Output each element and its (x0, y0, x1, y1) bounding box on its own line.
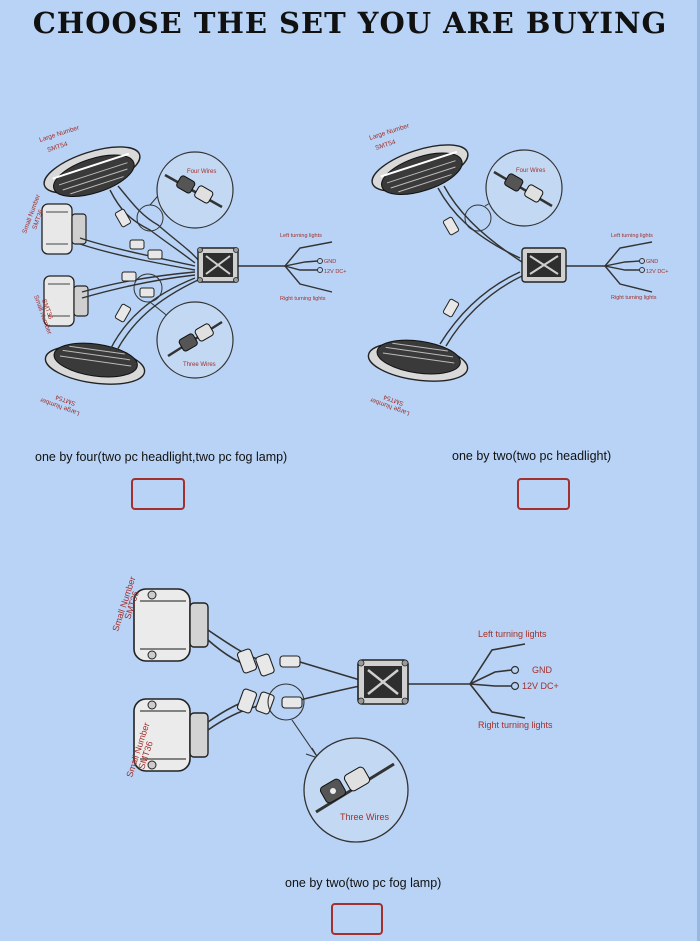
set1-label-dc: 12V DC+ (324, 269, 346, 275)
set3-caption: one by two(two pc fog lamp) (285, 876, 442, 890)
page-edge (697, 0, 700, 941)
set3-select-box[interactable] (331, 903, 383, 935)
set1-diagram (41, 146, 333, 385)
set3-connectors (236, 648, 303, 715)
set1-fog-top (41, 203, 87, 255)
set1-label-three-wires: Three Wires (183, 362, 216, 368)
set1-caption: one by four(two pc headlight,two pc fog … (35, 450, 288, 464)
set1-label-gnd: GND (324, 259, 336, 265)
set1-three-wires-detail (156, 301, 234, 379)
set1-label-large-top-code: SMT54 (46, 141, 68, 154)
set2-select-box[interactable] (517, 478, 570, 510)
set3-fog-bottom (133, 698, 209, 772)
set1-control-box (197, 247, 239, 283)
set1-connectors (114, 208, 163, 323)
set2-label-large-top-code: SMT54 (374, 139, 396, 152)
page-title: CHOOSE THE SET YOU ARE BUYING (32, 6, 668, 40)
set2-four-wires-detail (485, 149, 563, 227)
set2-connectors (442, 216, 460, 318)
set3-diagram (133, 588, 526, 843)
set3-label-dc: 12V DC+ (522, 681, 559, 691)
set1-headlight-bottom (44, 342, 146, 385)
set2-control-box (521, 247, 567, 283)
set3-label-left-turn: Left turning lights (478, 629, 547, 639)
set2-diagram (367, 144, 653, 382)
set1-label-four-wires: Four Wires (187, 169, 216, 175)
set2-wires (437, 185, 653, 347)
set3-three-wires-detail (303, 737, 409, 843)
set2-label-four-wires: Four Wires (516, 168, 545, 174)
set3-label-right-turn: Right turning lights (478, 720, 553, 730)
set2-label-right-turn: Right turning lights (611, 295, 657, 301)
set2-headlight-bottom (367, 339, 469, 382)
set2-label-gnd: GND (646, 259, 658, 265)
set3-fog-top (133, 588, 209, 662)
set3-control-box (357, 659, 409, 705)
set1-headlight-top (43, 146, 141, 197)
set2-label-left-turn: Left turning lights (611, 233, 653, 239)
set1-select-box[interactable] (131, 478, 185, 510)
set3-label-gnd: GND (532, 665, 553, 675)
set1-label-right-turn: Right turning lights (280, 296, 326, 302)
set3-label-three-wires: Three Wires (340, 812, 390, 822)
set1-fog-bottom (43, 275, 89, 327)
set2-label-large-top: Large Number (368, 122, 410, 142)
set2-caption: one by two(two pc headlight) (452, 449, 612, 463)
set1-label-large-top: Large Number (38, 124, 80, 144)
set2-headlight-top (371, 144, 469, 195)
set1-label-left-turn: Left turning lights (280, 233, 322, 239)
set1-four-wires-detail (156, 151, 234, 229)
set2-label-dc: 12V DC+ (646, 269, 668, 275)
